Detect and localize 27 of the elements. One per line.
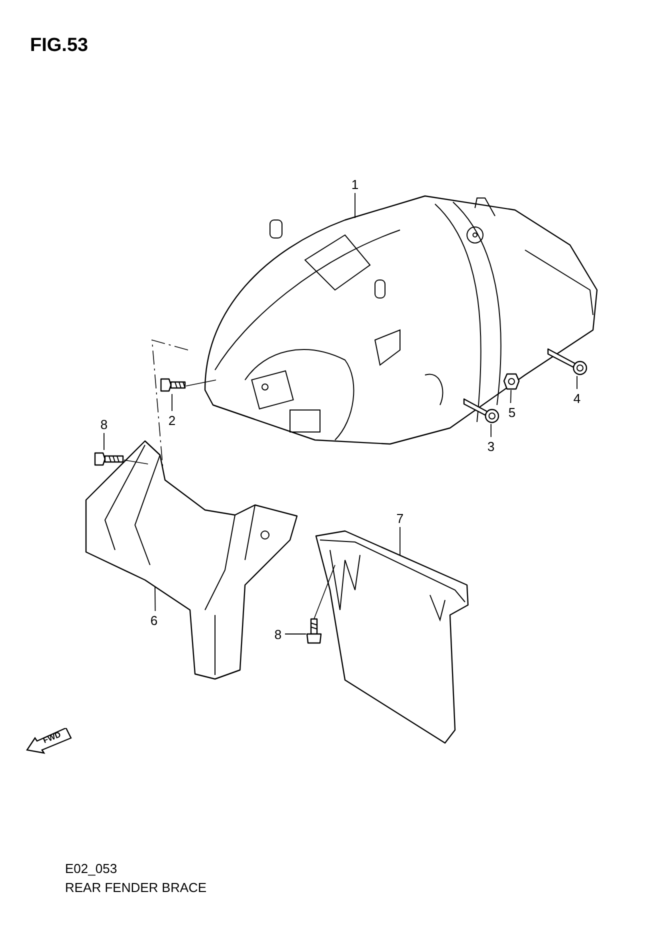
- brace-drawing: [85, 440, 300, 680]
- callout-number: 4: [571, 390, 583, 406]
- fitting-line: [124, 460, 148, 464]
- fitting-line: [186, 380, 216, 386]
- callout-number: 3: [485, 438, 497, 454]
- bolt-drawing: [94, 450, 124, 468]
- bolt-drawing: [306, 618, 322, 644]
- fitting-line: [314, 564, 336, 620]
- leader-line: [490, 424, 492, 438]
- bolt-drawing: [160, 376, 186, 394]
- footer-note: E02_053: [65, 862, 118, 875]
- cover-drawing: [315, 530, 470, 745]
- figure-title: FIG.53: [30, 34, 88, 58]
- callout-number: 8: [272, 626, 284, 642]
- callout-number: 1: [349, 176, 361, 192]
- callout-number: 6: [148, 612, 160, 628]
- leader-line: [154, 586, 156, 612]
- callout-number: 8: [98, 416, 110, 432]
- callout-number: 7: [394, 510, 406, 526]
- bolt-drawing: [546, 346, 588, 376]
- leader-line: [576, 376, 578, 390]
- leader-line: [354, 192, 356, 218]
- bolt-drawing: [462, 396, 500, 424]
- leader-line: [510, 390, 512, 404]
- footer-note: REAR FENDER BRACE: [65, 881, 207, 894]
- callout-number: 5: [506, 404, 518, 420]
- callout-number: 2: [166, 412, 178, 428]
